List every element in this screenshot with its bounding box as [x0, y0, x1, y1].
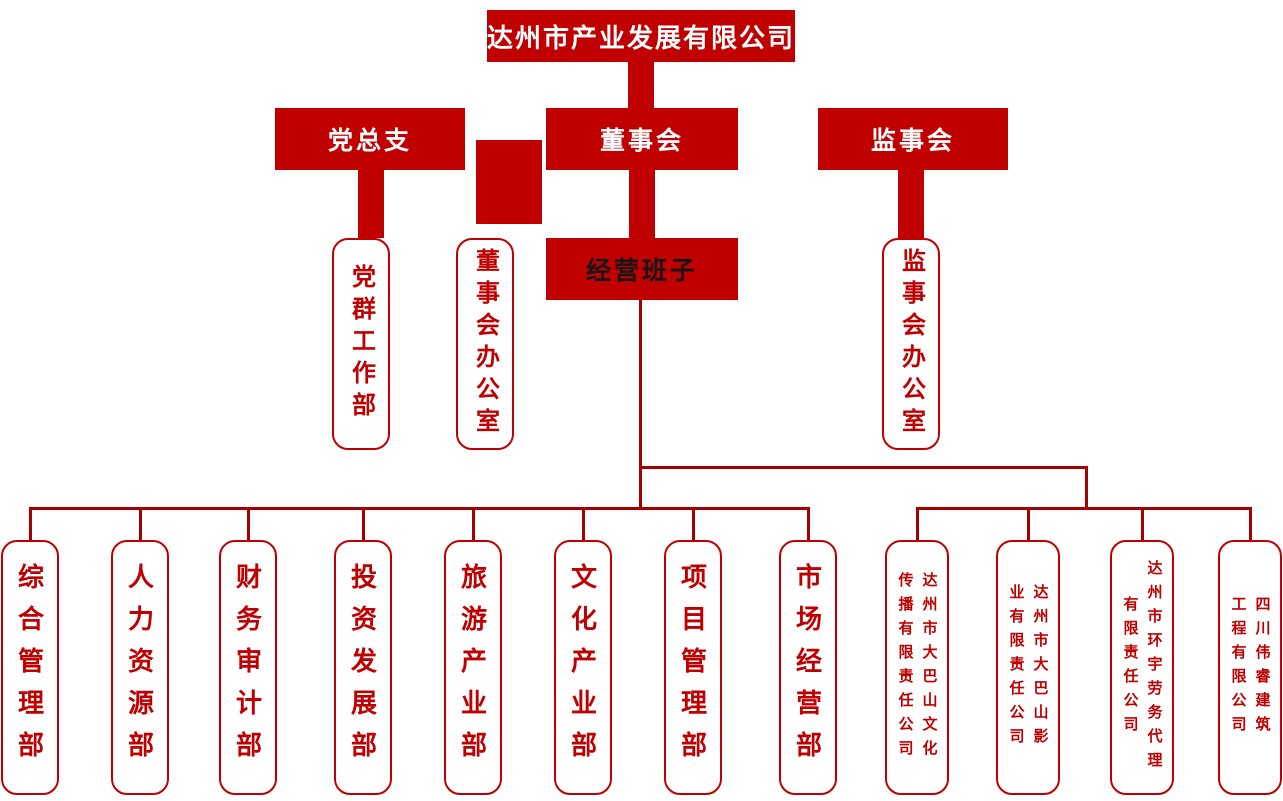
dept-label: 项目管理部 [677, 562, 708, 773]
org-node-root-label: 达州市产业发展有限公司 [487, 22, 796, 53]
org-node-supervisory-board-office: 监事会办公室 [882, 238, 940, 450]
line-branch-to-subsidiaries [639, 466, 1088, 469]
org-node-dept-investment-development: 投资发展部 [334, 540, 392, 795]
connector-board-to-management [629, 170, 655, 238]
dept-label: 财务审计部 [232, 562, 263, 773]
org-node-supervisory-board: 监事会 [818, 108, 1008, 170]
org-node-subsidiary-huanyu-labor: 达州市环宇劳务代理 有限责任公司 [1110, 540, 1174, 795]
line-subsidiaries-drop [1085, 466, 1088, 510]
dept-label: 市场经营部 [792, 562, 823, 773]
org-node-board-office: 董事会办公室 [456, 238, 514, 450]
line-dept-stub-5 [472, 507, 475, 540]
org-node-party-branch-label: 党总支 [327, 127, 412, 155]
line-dept-stub-1 [29, 507, 32, 540]
connector-party-branch-down [358, 170, 384, 238]
line-subsidiaries-bus [916, 507, 1252, 510]
subsidiary-name-col-2: 传播有限责任公司 [896, 571, 914, 764]
line-sub-stub-2 [1027, 507, 1030, 540]
org-node-party-branch: 党总支 [275, 108, 465, 170]
line-sub-stub-4 [1249, 507, 1252, 540]
org-node-board-of-directors-label: 董事会 [599, 127, 684, 155]
line-departments-bus [29, 507, 809, 510]
subsidiary-name-col-1: 达州市环宇劳务代理 [1145, 559, 1163, 776]
line-dept-stub-2 [139, 507, 142, 540]
org-node-supervisory-board-label: 监事会 [870, 127, 955, 155]
org-node-management-team-label: 经营班子 [585, 257, 698, 285]
line-dept-stub-4 [362, 507, 365, 540]
org-node-subsidiary-dabashan-culture: 达州市大巴山文化 传播有限责任公司 [885, 540, 949, 795]
org-node-subsidiary-dabashan-film: 达州市大巴山影 业有限责任公司 [996, 540, 1060, 795]
connector-board-to-board-office [476, 140, 542, 224]
line-sub-stub-1 [916, 507, 919, 540]
subsidiary-name-col-2: 有限责任公司 [1121, 595, 1139, 740]
org-node-dept-tourism-industry: 旅游产业部 [444, 540, 502, 795]
org-node-dept-human-resources: 人力资源部 [111, 540, 169, 795]
subsidiary-name: 达州市环宇劳务代理 有限责任公司 [1117, 550, 1168, 785]
line-dept-stub-3 [247, 507, 250, 540]
subsidiary-name-col-2: 工程有限公司 [1229, 595, 1247, 740]
subsidiary-name-col-1: 达州市大巴山文化 [920, 571, 938, 764]
supervisory-board-office-label: 监事会办公室 [897, 248, 925, 440]
line-dept-stub-8 [807, 507, 810, 540]
org-node-subsidiary-weirui-construction: 四川伟睿建筑 工程有限公司 [1218, 540, 1282, 795]
subsidiary-name-col-1: 达州市大巴山影 [1031, 583, 1049, 752]
subsidiary-name: 四川伟睿建筑 工程有限公司 [1225, 550, 1276, 785]
subsidiary-name-col-1: 四川伟睿建筑 [1253, 595, 1271, 740]
org-node-party-mass-work-dept: 党群工作部 [332, 238, 390, 450]
dept-label: 综合管理部 [14, 562, 45, 773]
org-node-dept-finance-audit: 财务审计部 [219, 540, 277, 795]
subsidiary-name: 达州市大巴山文化 传播有限责任公司 [892, 550, 943, 785]
org-node-dept-market-operation: 市场经营部 [779, 540, 837, 795]
connector-root-to-board [628, 62, 654, 108]
org-node-root: 达州市产业发展有限公司 [487, 10, 795, 62]
board-office-label: 董事会办公室 [471, 248, 499, 440]
org-node-management-team: 经营班子 [546, 238, 738, 300]
line-sub-stub-3 [1141, 507, 1144, 540]
line-management-trunk [639, 300, 642, 510]
org-node-board-of-directors: 董事会 [546, 108, 738, 170]
connector-supervisory-down [898, 170, 924, 238]
org-node-dept-project-management: 项目管理部 [664, 540, 722, 795]
dept-label: 文化产业部 [567, 562, 598, 773]
org-node-dept-culture-industry: 文化产业部 [554, 540, 612, 795]
line-dept-stub-6 [582, 507, 585, 540]
line-dept-stub-7 [692, 507, 695, 540]
org-node-dept-general-management: 综合管理部 [1, 540, 59, 795]
subsidiary-name-col-2: 业有限责任公司 [1007, 583, 1025, 752]
dept-label: 投资发展部 [347, 562, 378, 773]
dept-label: 旅游产业部 [457, 562, 488, 773]
subsidiary-name: 达州市大巴山影 业有限责任公司 [1003, 550, 1054, 785]
party-mass-work-dept-label: 党群工作部 [347, 264, 375, 424]
dept-label: 人力资源部 [124, 562, 155, 773]
